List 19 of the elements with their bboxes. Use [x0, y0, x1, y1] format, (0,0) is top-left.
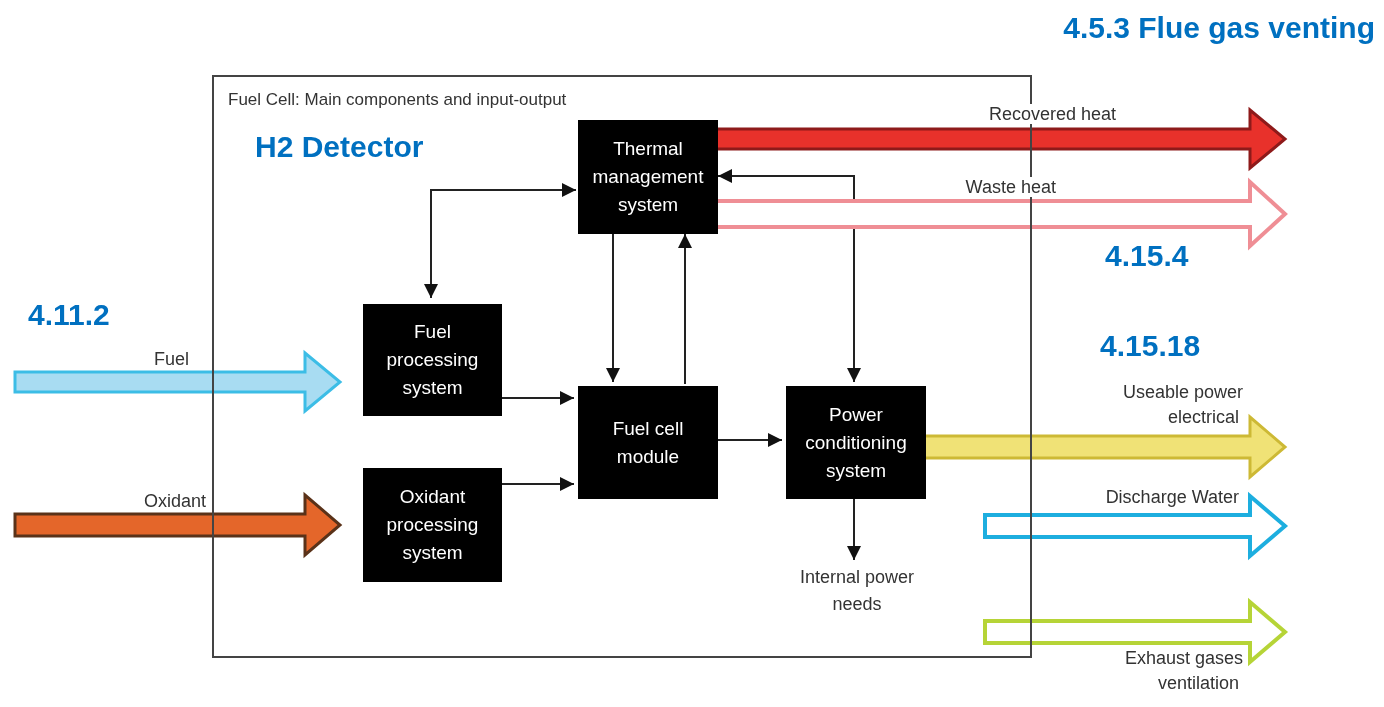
flow-arrow — [983, 597, 1289, 667]
flow-arrow — [983, 491, 1289, 561]
section-reference: 4.5.3 Flue gas venting — [1063, 11, 1375, 44]
process-box: Fuel processing system — [363, 304, 502, 416]
arrow — [678, 233, 692, 385]
section-reference: 4.11.2 — [28, 298, 110, 331]
output-text: Internal power needs — [772, 564, 942, 622]
process-box: Oxidant processing system — [363, 468, 502, 582]
flow-arrow — [13, 491, 343, 559]
flow-arrow — [13, 349, 343, 415]
section-reference: 4.15.18 — [1100, 329, 1201, 362]
frame-title: Fuel Cell: Main components and input-output — [228, 89, 567, 111]
section-reference: 4.15.4 — [1105, 239, 1189, 272]
process-box: Thermal management system — [578, 120, 718, 234]
arrow — [424, 183, 577, 299]
process-box: Fuel cell module — [578, 386, 718, 499]
section-reference: H2 Detector — [255, 130, 424, 163]
process-box: Power conditioning system — [786, 386, 926, 499]
arrow — [717, 169, 861, 383]
